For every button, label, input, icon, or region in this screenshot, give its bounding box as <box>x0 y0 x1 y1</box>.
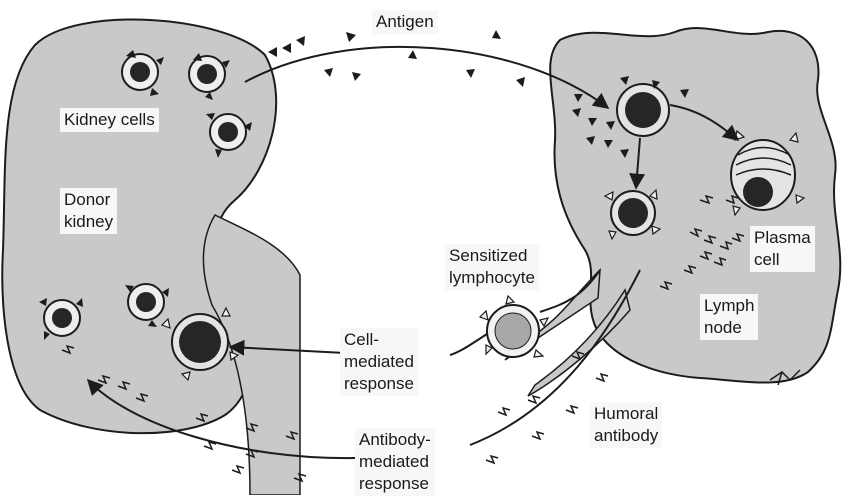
label-lymph-node: Lymph node <box>700 294 758 340</box>
label-kidney-cells: Kidney cells <box>60 108 159 132</box>
label-antigen: Antigen <box>372 10 438 34</box>
activated-lymphocyte-icon <box>617 84 669 136</box>
label-antibody-mediated-response: Antibody- mediated response <box>355 428 435 496</box>
label-plasma-cell: Plasma cell <box>750 226 815 272</box>
label-humoral-antibody: Humoral antibody <box>590 402 662 448</box>
label-cell-mediated-response: Cell- mediated response <box>340 328 418 396</box>
label-donor-kidney: Donor kidney <box>60 188 117 234</box>
sensitized-lymphocyte-icon <box>480 296 548 357</box>
lymphocyte-to-cell-mediated-line <box>450 334 487 355</box>
lymph-node-shape <box>550 28 840 383</box>
label-sensitized-lymphocyte: Sensitized lymphocyte <box>445 244 539 290</box>
